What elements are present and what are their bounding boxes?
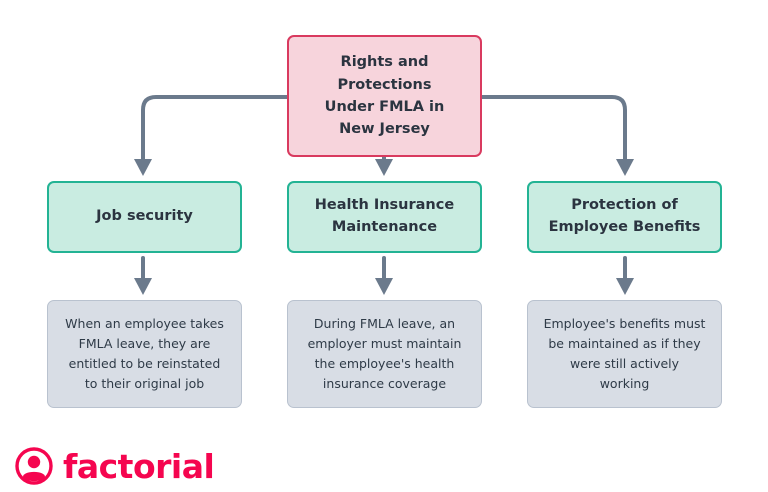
detail-node-protection-of-employee-benefits: Employee's benefits must be maintained a… [527, 300, 722, 408]
branch-node-protection-of-employee-benefits: Protection of Employee Benefits [527, 181, 722, 253]
detail-node-health-insurance-maintenance: During FMLA leave, an employer must main… [287, 300, 482, 408]
connector-root-to-branch-3 [480, 95, 634, 176]
factorial-wordmark: factorial [63, 446, 215, 486]
branch-node-health-insurance-maintenance: Health Insurance Maintenance [287, 181, 482, 253]
connector-branch-1-to-detail-1 [134, 256, 152, 295]
factorial-logo: factorial [14, 445, 215, 487]
root-node: Rights and Protections Under FMLA in New… [287, 35, 482, 157]
branch-node-job-security: Job security [47, 181, 242, 253]
detail-node-job-security: When an employee takes FMLA leave, they … [47, 300, 242, 408]
connector-branch-2-to-detail-2 [375, 256, 393, 295]
factorial-person-circle-icon [15, 447, 53, 485]
branch-node-label: Job security [96, 208, 193, 225]
detail-node-text: When an employee takes FMLA leave, they … [65, 315, 224, 392]
connector-root-to-branch-1 [134, 95, 289, 176]
connector-branch-3-to-detail-3 [616, 256, 634, 295]
branch-node-label: Protection of Employee Benefits [548, 197, 701, 235]
detail-node-text: Employee's benefits must be maintained a… [543, 315, 706, 392]
root-node-label: Rights and Protections Under FMLA in New… [324, 54, 445, 138]
detail-node-text: During FMLA leave, an employer must main… [307, 315, 462, 392]
connector-root-to-branch-2 [375, 155, 393, 176]
branch-node-label: Health Insurance Maintenance [314, 197, 455, 235]
